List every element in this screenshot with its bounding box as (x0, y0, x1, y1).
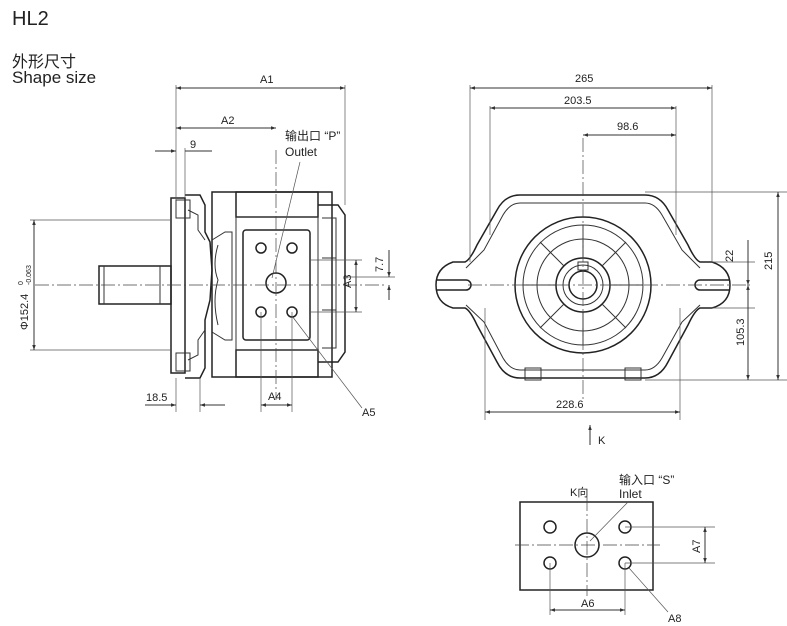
inlet-label-en: Inlet (619, 487, 642, 501)
outlet-label-en: Outlet (285, 145, 318, 159)
inlet-label-cn: 输入口 “S” (619, 472, 674, 487)
dim-a4: A4 (268, 391, 281, 403)
bolt-hole (543, 520, 557, 534)
dim-9: 9 (190, 139, 196, 151)
bolt-hole (286, 242, 298, 254)
dim-a7: A7 (691, 540, 703, 553)
view-k-label: K (598, 435, 606, 447)
dim-a1: A1 (260, 74, 273, 86)
dim-7-7: 7.7 (374, 257, 386, 272)
drawing-title: HL2 (12, 8, 49, 30)
dim-203-5: 203.5 (564, 95, 592, 107)
subtitle-english: Shape size (12, 68, 97, 87)
dim-215: 215 (763, 252, 775, 270)
dim-a3: A3 (342, 275, 354, 288)
dim-265: 265 (575, 73, 593, 85)
dim-tolerance-lower: -0.063 (26, 265, 33, 285)
rear-cover (318, 204, 346, 363)
dim-228-6: 228.6 (556, 399, 584, 411)
front-view: 265 203.5 98.6 22 215 105.3 228.6 K (435, 73, 787, 447)
dim-18-5: 18.5 (146, 392, 167, 404)
bolt-hole (255, 242, 267, 254)
side-view: A1 A2 9 输出口 “P” Outlet A3 7.7 Φ152.4 0 -… (18, 74, 395, 419)
dim-phi-152-4: Φ152.4 (19, 294, 31, 330)
mounting-slot-left (436, 279, 472, 291)
dim-a8: A8 (668, 613, 681, 625)
dim-a2: A2 (221, 115, 234, 127)
dim-22: 22 (724, 250, 736, 262)
dim-98-6: 98.6 (617, 121, 638, 133)
front-flange-outline (435, 194, 731, 379)
dim-a6: A6 (581, 598, 594, 610)
dim-tolerance-upper: 0 (18, 281, 25, 285)
dim-a5: A5 (362, 407, 375, 419)
dim-105-3: 105.3 (735, 318, 747, 346)
subtitle-chinese: 外形尺寸 (12, 54, 77, 71)
k-view-title: K向 (570, 485, 588, 499)
mounting-flange (170, 197, 186, 374)
inlet-port-plate (519, 501, 654, 591)
k-view: K向 输入口 “S” Inlet A6 A7 A8 (515, 472, 715, 625)
outlet-label-cn: 输出口 “P” (285, 128, 340, 143)
